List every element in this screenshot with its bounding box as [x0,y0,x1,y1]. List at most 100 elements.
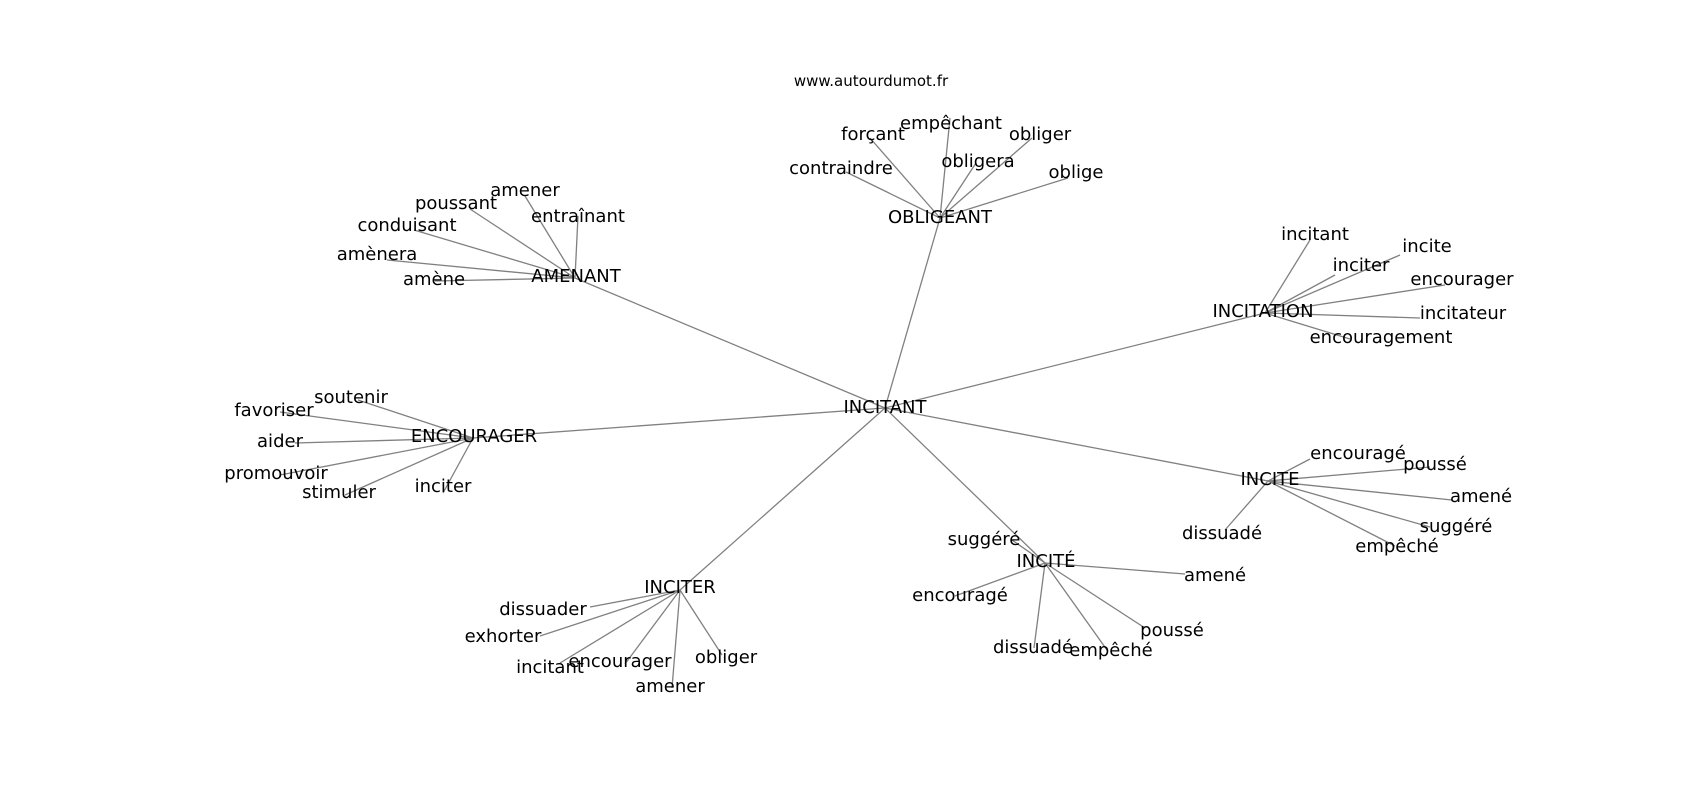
word-node-amenera[interactable]: amènera [337,244,418,265]
edge-center-incite [884,407,1046,564]
edge-obligeant-contraindre [845,171,941,219]
edge-obligeant-oblige [939,177,1069,219]
word-node-encourager[interactable]: encourager [568,651,672,672]
word-node-dissuader[interactable]: dissuader [499,599,587,620]
word-node-encouragement[interactable]: encouragement [1310,327,1453,348]
edge-center-inciter [679,407,886,591]
edge-incite-suggere [1267,480,1431,528]
word-node-empeche[interactable]: empêché [1069,640,1153,661]
word-node-pousse[interactable]: poussé [1140,620,1204,641]
edge-incite-pousse [1044,562,1146,629]
edge-incitation-incite [1264,254,1401,314]
edge-encourager-soutenir [357,399,474,439]
edge-obligeant-forcant [869,137,941,219]
edge-encourager-stimuler [344,437,474,496]
word-node-amener[interactable]: amener [490,180,560,201]
edge-incitation-incitateur [1264,312,1421,319]
word-node-soutenir[interactable]: soutenir [314,387,388,408]
edge-incite-amene [1044,562,1186,575]
edge-inciter-obliger [679,589,723,656]
word-node-amene[interactable]: amené [1450,486,1512,507]
word-node-empechant[interactable]: empêchant [900,113,1002,134]
word-node-amener[interactable]: amener [635,676,705,697]
edge-incitation-encouragement [1264,312,1351,340]
word-node-poussant[interactable]: poussant [415,193,497,214]
edge-incite-encourage [1267,458,1311,482]
edge-encourager-favoriser [279,411,474,439]
word-node-amene[interactable]: amène [403,269,465,290]
edge-center-encourager [472,407,886,439]
edge-incitation-incitant [1264,239,1311,314]
edge-center-obligeant [884,217,941,409]
word-node-contraindre[interactable]: contraindre [789,158,893,179]
word-node-obliger[interactable]: obliger [695,647,758,668]
edge-obligeant-obliger [939,137,1033,219]
edge-inciter-encourager [624,589,681,665]
hub-node-incite[interactable]: INCITÉ [1016,550,1075,572]
hub-node-encourager[interactable]: ENCOURAGER [411,426,537,447]
edge-incite-amene [1267,480,1453,501]
word-node-inciter[interactable]: inciter [415,476,472,497]
edge-center-incitation [884,312,1266,409]
word-node-incitant[interactable]: incitant [1281,224,1349,245]
hub-node-incitation[interactable]: INCITATION [1212,301,1313,322]
word-node-entrainant[interactable]: entraînant [531,206,625,227]
word-node-inciter[interactable]: inciter [1333,255,1390,276]
edge-incitation-inciter [1264,274,1336,314]
word-node-forcant[interactable]: forçant [841,124,905,145]
edge-amenant-conduisant [413,229,576,279]
word-node-incite[interactable]: incite [1402,236,1451,257]
edge-obligeant-obligera [939,162,977,219]
edge-amenant-entrainant [574,215,579,279]
edge-incite-empeche [1044,562,1108,651]
hub-node-obligeant[interactable]: OBLIGEANT [888,207,993,228]
edge-incite-empeche [1267,480,1396,547]
word-node-incitant[interactable]: incitant [516,657,584,678]
word-node-conduisant[interactable]: conduisant [357,215,456,236]
hub-node-inciter[interactable]: INCITER [644,577,716,598]
word-node-encourage[interactable]: encouragé [912,585,1008,606]
word-node-obligera[interactable]: obligera [941,151,1014,172]
edge-center-incite [884,407,1269,482]
word-node-suggere[interactable]: suggéré [1420,516,1493,537]
edge-incite-dissuade [1033,562,1046,649]
edge-inciter-dissuader [589,589,681,608]
edge-incite-dissuade [1224,480,1269,531]
edge-encourager-aider [294,437,474,444]
edges-layer [279,117,1453,689]
word-node-obliger[interactable]: obliger [1009,124,1072,145]
edge-inciter-exhorter [539,589,681,637]
edge-center-amenant [574,277,886,409]
edge-encourager-promouvoir [279,437,474,476]
word-node-pousse[interactable]: poussé [1403,454,1467,475]
word-node-aider[interactable]: aider [257,431,304,452]
word-node-exhorter[interactable]: exhorter [465,626,542,647]
word-node-suggere[interactable]: suggéré [948,529,1021,550]
edge-incitation-encourager [1264,284,1446,314]
word-node-favoriser[interactable]: favoriser [234,400,314,421]
word-node-empeche[interactable]: empêché [1355,536,1439,557]
word-node-amene[interactable]: amené [1184,565,1246,586]
word-node-dissuade[interactable]: dissuadé [993,637,1073,658]
edge-inciter-amener [671,589,681,689]
edge-incite-pousse [1267,466,1431,482]
edge-inciter-incitant [559,589,681,664]
word-node-oblige[interactable]: oblige [1049,162,1104,183]
edge-encourager-inciter [442,437,474,494]
word-node-promouvoir[interactable]: promouvoir [224,463,328,484]
hub-node-amenant[interactable]: AMENANT [531,266,621,287]
edge-amenant-amene [434,277,576,282]
site-url: www.autourdumot.fr [793,72,949,90]
hub-node-incite[interactable]: INCITE [1240,469,1299,490]
edge-incite-suggere [1011,539,1046,564]
word-node-encourager[interactable]: encourager [1410,269,1514,290]
center-node[interactable]: INCITANT [843,397,927,418]
word-node-stimuler[interactable]: stimuler [302,482,376,503]
word-node-dissuade[interactable]: dissuadé [1182,523,1262,544]
word-node-incitateur[interactable]: incitateur [1420,303,1507,324]
edge-incite-encourage [954,562,1046,597]
edge-obligeant-empechant [939,117,951,219]
word-node-encourage[interactable]: encouragé [1310,443,1406,464]
